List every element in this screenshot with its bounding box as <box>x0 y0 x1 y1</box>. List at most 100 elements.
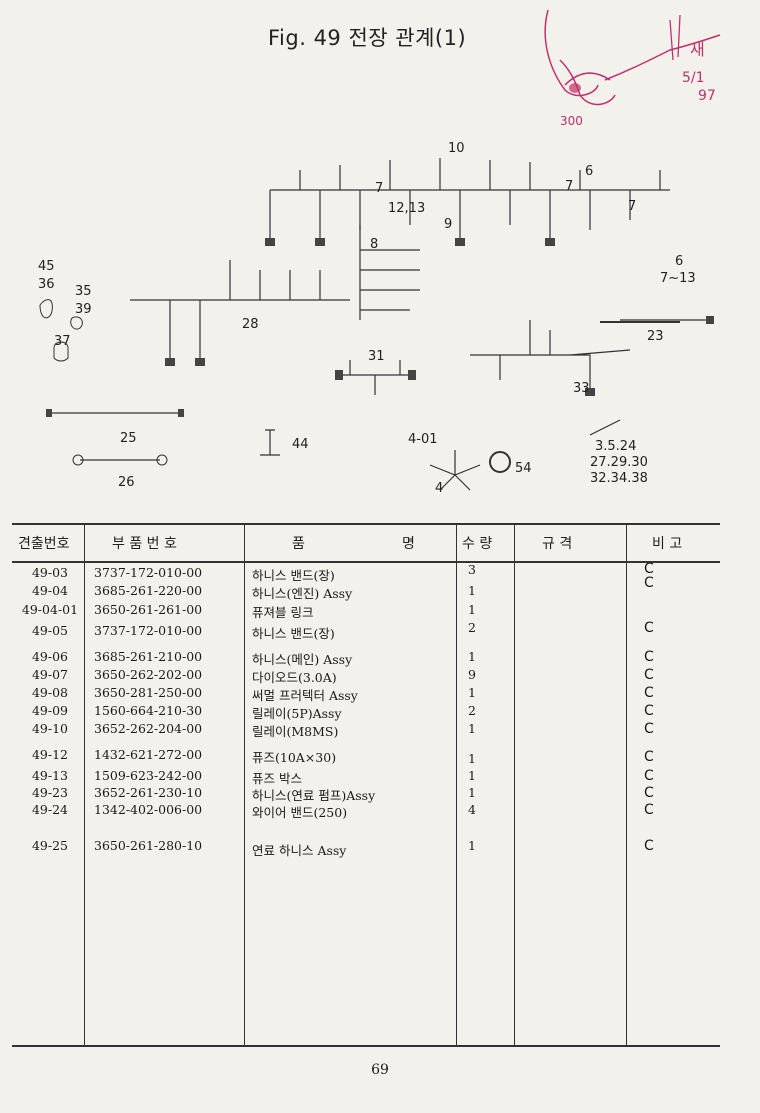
figure-title: Fig. 49 전장 관계(1) <box>268 26 467 50</box>
table-row: 49-07 3650-262-202-00 다이오드(3.0A) 9 C <box>12 667 720 685</box>
ref-no: 49-13 <box>31 768 69 783</box>
part-name: 퓨져블 링크 <box>252 605 314 620</box>
table-row: 49-13 1509-623-242-00 퓨즈 박스 1 C <box>12 768 720 786</box>
remark: C <box>644 749 654 765</box>
ref-no: 49-06 <box>31 649 69 664</box>
callout-7b: 7 <box>375 181 383 196</box>
quantity: 1 <box>468 649 476 664</box>
ref-no: 49-03 <box>31 565 69 580</box>
ref-no: 49-05 <box>31 623 69 638</box>
callout-33: 33 <box>573 381 590 396</box>
ref-no: 49-23 <box>31 785 69 800</box>
callout-9: 9 <box>444 217 452 232</box>
table-row: 49-04-01 3650-261-261-00 퓨져블 링크 1 <box>12 602 720 620</box>
callout-28: 28 <box>242 317 259 332</box>
column-divider <box>244 525 245 1045</box>
page-number: 69 <box>371 1062 389 1078</box>
remark: C <box>644 721 654 737</box>
part-no: 3650-261-261-00 <box>94 602 203 617</box>
part-name: 릴레이(5P)Assy <box>252 706 342 721</box>
callout-25: 25 <box>120 431 137 446</box>
quantity: 1 <box>468 721 476 736</box>
handwriting-4: 300 <box>560 114 583 128</box>
quantity: 1 <box>468 751 476 766</box>
ref-no: 49-04-01 <box>21 602 79 617</box>
header-divider <box>12 561 720 563</box>
callout-26: 26 <box>118 475 135 490</box>
header-ref-no: 견출번호 <box>18 536 70 552</box>
part-no: 1432-621-272-00 <box>94 747 203 762</box>
part-no: 3652-261-230-10 <box>94 785 203 800</box>
wiring-harness-diagram: 10 6 7 7 7 12,13 9 8 6 7~13 45 36 35 39 … <box>38 141 714 496</box>
table-row: 49-10 3652-262-204-00 릴레이(M8MS) 1 C <box>12 721 720 739</box>
quantity: 1 <box>468 602 476 617</box>
callout-10: 10 <box>448 141 465 156</box>
callout-6a: 6 <box>585 164 593 179</box>
part-name: 하니스(연료 펌프)Assy <box>252 788 376 803</box>
callout-23: 23 <box>647 329 664 344</box>
remark: C <box>644 785 654 801</box>
ref-no: 49-25 <box>31 838 69 853</box>
quantity: 1 <box>468 838 476 853</box>
table-row: 49-08 3650-281-250-00 써멀 프러텍터 Assy 1 C <box>12 685 720 703</box>
header-spec: 규 격 <box>542 536 573 552</box>
part-name: 퓨즈(10A×30) <box>252 750 337 765</box>
callout-32-34-38: 32.34.38 <box>590 471 648 486</box>
callout-35: 35 <box>75 284 92 299</box>
part-no: 3650-261-280-10 <box>94 838 203 853</box>
quantity: 1 <box>468 768 476 783</box>
part-name: 써멀 프러텍터 Assy <box>252 688 358 703</box>
quantity: 1 <box>468 583 476 598</box>
ref-no: 49-08 <box>31 685 69 700</box>
callout-7-13: 7~13 <box>660 271 696 286</box>
column-divider <box>456 525 457 1045</box>
callout-4: 4 <box>435 481 443 496</box>
table-row: 49-04 3685-261-220-00 하니스(엔진) Assy 1 C <box>12 575 720 601</box>
remark: C <box>644 838 654 854</box>
table-row: 49-24 1342-402-006-00 와이어 밴드(250) 4 C <box>12 802 720 820</box>
header-name-b: 명 <box>402 536 415 552</box>
ref-no: 49-04 <box>31 583 69 598</box>
remark: C <box>644 802 654 818</box>
part-no: 3737-172-010-00 <box>94 565 203 580</box>
quantity: 3 <box>468 562 476 577</box>
part-no: 1509-623-242-00 <box>94 768 203 783</box>
table-row: 49-25 3650-261-280-10 연료 하니스 Assy 1 C <box>12 838 720 858</box>
quantity: 2 <box>468 703 476 718</box>
quantity: 1 <box>468 685 476 700</box>
part-name: 하니스(메인) Assy <box>252 652 353 667</box>
column-divider <box>626 525 627 1045</box>
callout-12-13: 12,13 <box>388 201 425 216</box>
part-name: 연료 하니스 Assy <box>252 843 347 858</box>
remark: C <box>644 649 654 665</box>
callout-3-5-24: 3.5.24 <box>595 439 636 454</box>
callout-27-29-30: 27.29.30 <box>590 455 648 470</box>
part-name: 다이오드(3.0A) <box>252 670 337 685</box>
table-row: 49-12 1432-621-272-00 퓨즈(10A×30) 1 C <box>12 747 720 766</box>
handwritten-annotation: 새 5/1 97 300 <box>544 9 721 128</box>
remark: C <box>644 703 654 719</box>
part-name: 퓨즈 박스 <box>252 771 302 786</box>
callout-4-01: 4-01 <box>408 432 438 447</box>
part-name: 하니스 밴드(장) <box>252 568 335 583</box>
table-row: 49-23 3652-261-230-10 하니스(연료 펌프)Assy 1 C <box>12 785 720 803</box>
header-remark: 비 고 <box>652 536 683 552</box>
table-row: 49-06 3685-261-210-00 하니스(메인) Assy 1 C <box>12 649 720 667</box>
ref-no: 49-12 <box>31 747 69 762</box>
callout-7c: 7 <box>628 199 636 214</box>
part-name: 하니스(엔진) Assy <box>252 586 353 601</box>
callout-36: 36 <box>38 277 55 292</box>
part-no: 3685-261-210-00 <box>94 649 203 664</box>
header-part-no: 부 품 번 호 <box>112 536 177 552</box>
table-row: 49-05 3737-172-010-00 하니스 밴드(장) 2 C <box>12 620 720 641</box>
part-no: 3652-262-204-00 <box>94 721 203 736</box>
part-no: 1342-402-006-00 <box>94 802 203 817</box>
column-divider <box>84 525 85 1045</box>
quantity: 1 <box>468 785 476 800</box>
callout-54: 54 <box>515 461 532 476</box>
callout-7a: 7 <box>565 179 573 194</box>
table-row: 49-03 3737-172-010-00 하니스 밴드(장) 3 C <box>12 561 720 583</box>
part-no: 1560-664-210-30 <box>94 703 203 718</box>
callout-44: 44 <box>292 437 309 452</box>
